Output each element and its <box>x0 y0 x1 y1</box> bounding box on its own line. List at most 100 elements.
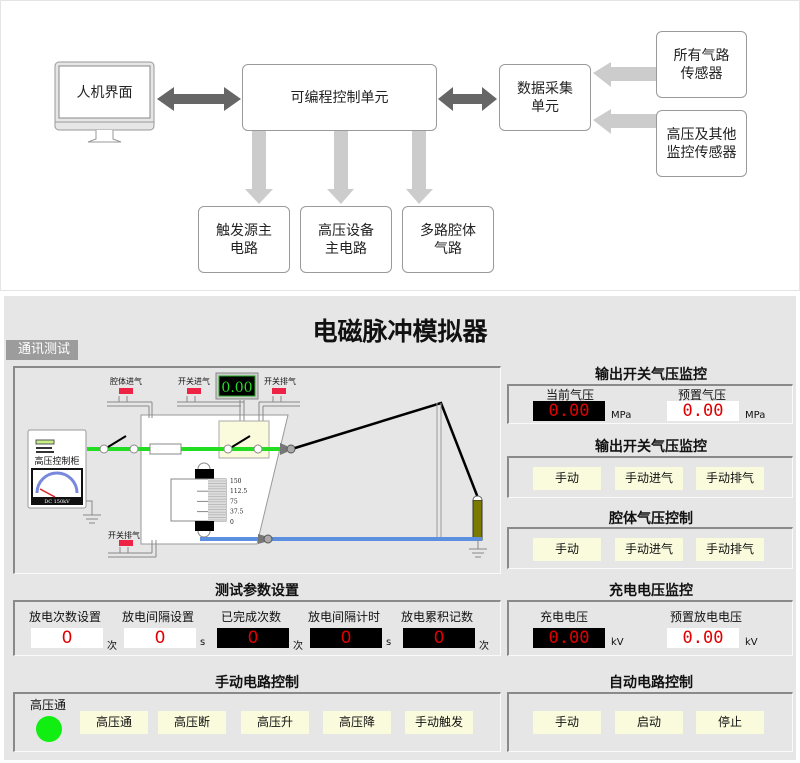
cavity-gas-label: 多路腔体 气路 <box>420 222 476 257</box>
preset-discharge-voltage-input[interactable]: 0.00 <box>667 628 739 648</box>
test-params-title: 测试参数设置 <box>215 583 299 599</box>
test-param-label: 放电累积记数 <box>400 610 473 624</box>
switch-pressure-control-title: 输出开关气压监控 <box>595 439 707 455</box>
switch-exhaust-label-bottom: 开关排气 <box>108 530 140 540</box>
trigger-circuit-label: 触发源主 电路 <box>216 222 272 257</box>
hv-lower-button[interactable]: 高压降 <box>323 711 391 734</box>
gas-sensor-label: 所有气路 传感器 <box>673 47 730 82</box>
test-param-label: 放电次数设置 <box>28 610 101 624</box>
charge-voltage-label: 充电电压 <box>539 610 588 624</box>
switch-inlet-label: 开关进气 <box>178 376 210 386</box>
load-resistor <box>472 499 483 541</box>
diagram-arrows <box>54 61 661 204</box>
preset-discharge-voltage-unit: kV <box>745 637 758 648</box>
switch-manual-inlet-button[interactable]: 手动进气 <box>615 467 683 490</box>
switch-pressure-monitor-frame <box>507 384 793 424</box>
switch-exhaust-label-top: 开关排气 <box>264 376 296 386</box>
cavity-pressure-control-title: 腔体气压控制 <box>609 511 693 527</box>
cavity-pressure-control-frame <box>507 527 793 569</box>
monitor-icon <box>54 61 155 143</box>
hv-off-button[interactable]: 高压断 <box>158 711 226 734</box>
arrow-gas-sensor-to-daq <box>593 62 661 87</box>
switch-inlet-valve-icon <box>187 388 201 394</box>
hv-on-indicator-led <box>36 716 62 742</box>
arrow-plc-to-hv <box>327 127 354 204</box>
switch-pressure-monitor-title: 输出开关气压监控 <box>595 367 707 383</box>
hv-sensor-box: 高压及其他 监控传感器 <box>656 110 747 177</box>
cavity-inlet-valve-icon <box>119 388 133 394</box>
gas-sensor-box: 所有气路 传感器 <box>656 31 747 98</box>
charge-voltage-display: 0.00 <box>533 628 605 648</box>
cavity-manual-button[interactable]: 手动 <box>533 538 601 561</box>
switch-exhaust-valve-icon-bottom <box>119 540 133 546</box>
cavity-inlet-label: 腔体进气 <box>110 376 142 386</box>
daq-label: 数据采集 单元 <box>517 80 573 115</box>
test-param-unit: 次 <box>107 641 117 652</box>
test-param-unit: s <box>200 637 206 648</box>
architecture-diagram: 人机界面 可编程控制单元 数据采集 单元 所有气路 传感器 高压及其他 监控传感… <box>0 0 800 291</box>
auto-circuit-frame <box>507 692 793 752</box>
switch-exhaust-valve-icon-top <box>272 388 286 394</box>
arrow-plc-to-cavity <box>406 127 433 204</box>
manual-trigger-button[interactable]: 手动触发 <box>405 711 473 734</box>
preset-pressure-unit: MPa <box>745 410 766 421</box>
switch-manual-exhaust-button[interactable]: 手动排气 <box>696 467 764 490</box>
manual-circuit-frame <box>13 692 501 752</box>
test-param-label: 已完成次数 <box>220 610 281 624</box>
cavity-manual-inlet-button[interactable]: 手动进气 <box>615 538 683 561</box>
schematic-frame <box>13 366 501 574</box>
arrow-hv-sensor-to-daq <box>593 109 661 134</box>
manual-circuit-title: 手动电路控制 <box>215 675 299 691</box>
preset-pressure-input[interactable]: 0.00 <box>667 401 739 421</box>
page-title: 电磁脉冲模拟器 <box>312 317 488 346</box>
gauge-tick-label: 0 <box>230 519 234 526</box>
auto-stop-button[interactable]: 停止 <box>696 711 764 734</box>
charge-voltage-frame <box>507 600 793 656</box>
trigger-circuit-box: 触发源主 电路 <box>198 206 290 273</box>
hv-raise-button[interactable]: 高压升 <box>241 711 309 734</box>
arrow-plc-to-trigger <box>245 127 273 204</box>
charge-voltage-unit: kV <box>611 637 624 648</box>
hv-cabinet-label: 高压控制柜 <box>34 455 79 467</box>
hv-circuit-label: 高压设备 主电路 <box>318 222 374 257</box>
antenna-wire <box>294 401 480 499</box>
circuit-schematic: 0.00 <box>27 372 487 558</box>
gauge-tick-label: 150 <box>230 478 242 485</box>
ground-icon-right <box>469 540 487 558</box>
test-param-unit: 次 <box>479 641 489 652</box>
hv-on-button[interactable]: 高压通 <box>80 711 148 734</box>
auto-start-button[interactable]: 启动 <box>615 711 683 734</box>
gauge-tick-label: 112.5 <box>230 488 247 495</box>
current-pressure-unit: MPa <box>611 410 632 421</box>
pressure-display-value: 0.00 <box>221 380 252 396</box>
test-param-input[interactable]: 0 <box>31 628 103 648</box>
plc-box: 可编程控制单元 <box>242 64 437 131</box>
test-param-label: 放电间隔设置 <box>121 610 194 624</box>
current-pressure-label: 当前气压 <box>545 388 594 402</box>
switch-manual-button[interactable]: 手动 <box>533 467 601 490</box>
ground-icon-left <box>83 500 101 524</box>
test-param-unit: 次 <box>293 641 303 652</box>
double-arrow-hmi-plc <box>157 87 241 111</box>
gauge-tick-label: 37.5 <box>230 509 244 516</box>
current-pressure-display: 0.00 <box>533 401 605 421</box>
test-params-frame <box>13 600 501 656</box>
hv-on-indicator-label: 高压通 <box>29 698 66 712</box>
daq-box: 数据采集 单元 <box>499 64 591 131</box>
test-param-input[interactable]: 0 <box>124 628 196 648</box>
preset-discharge-voltage-label: 预置放电电压 <box>669 610 742 624</box>
preset-pressure-label: 预置气压 <box>677 388 726 402</box>
meter-label: DC 150kV <box>44 499 70 505</box>
switch-inlet-pipe <box>177 396 245 422</box>
auto-circuit-title: 自动电路控制 <box>609 675 693 691</box>
cavity-gas-box: 多路腔体 气路 <box>402 206 494 273</box>
comm-test-tab[interactable]: 通讯测试 <box>6 340 78 360</box>
auto-manual-button[interactable]: 手动 <box>533 711 601 734</box>
output-terminal <box>286 444 296 454</box>
switch-exhaust-pipe-bottom <box>108 540 157 558</box>
test-param-label: 放电间隔计时 <box>307 610 380 624</box>
cavity-manual-exhaust-button[interactable]: 手动排气 <box>696 538 764 561</box>
test-param-display: 0 <box>403 628 475 648</box>
cavity-inlet-pipe <box>107 396 153 418</box>
